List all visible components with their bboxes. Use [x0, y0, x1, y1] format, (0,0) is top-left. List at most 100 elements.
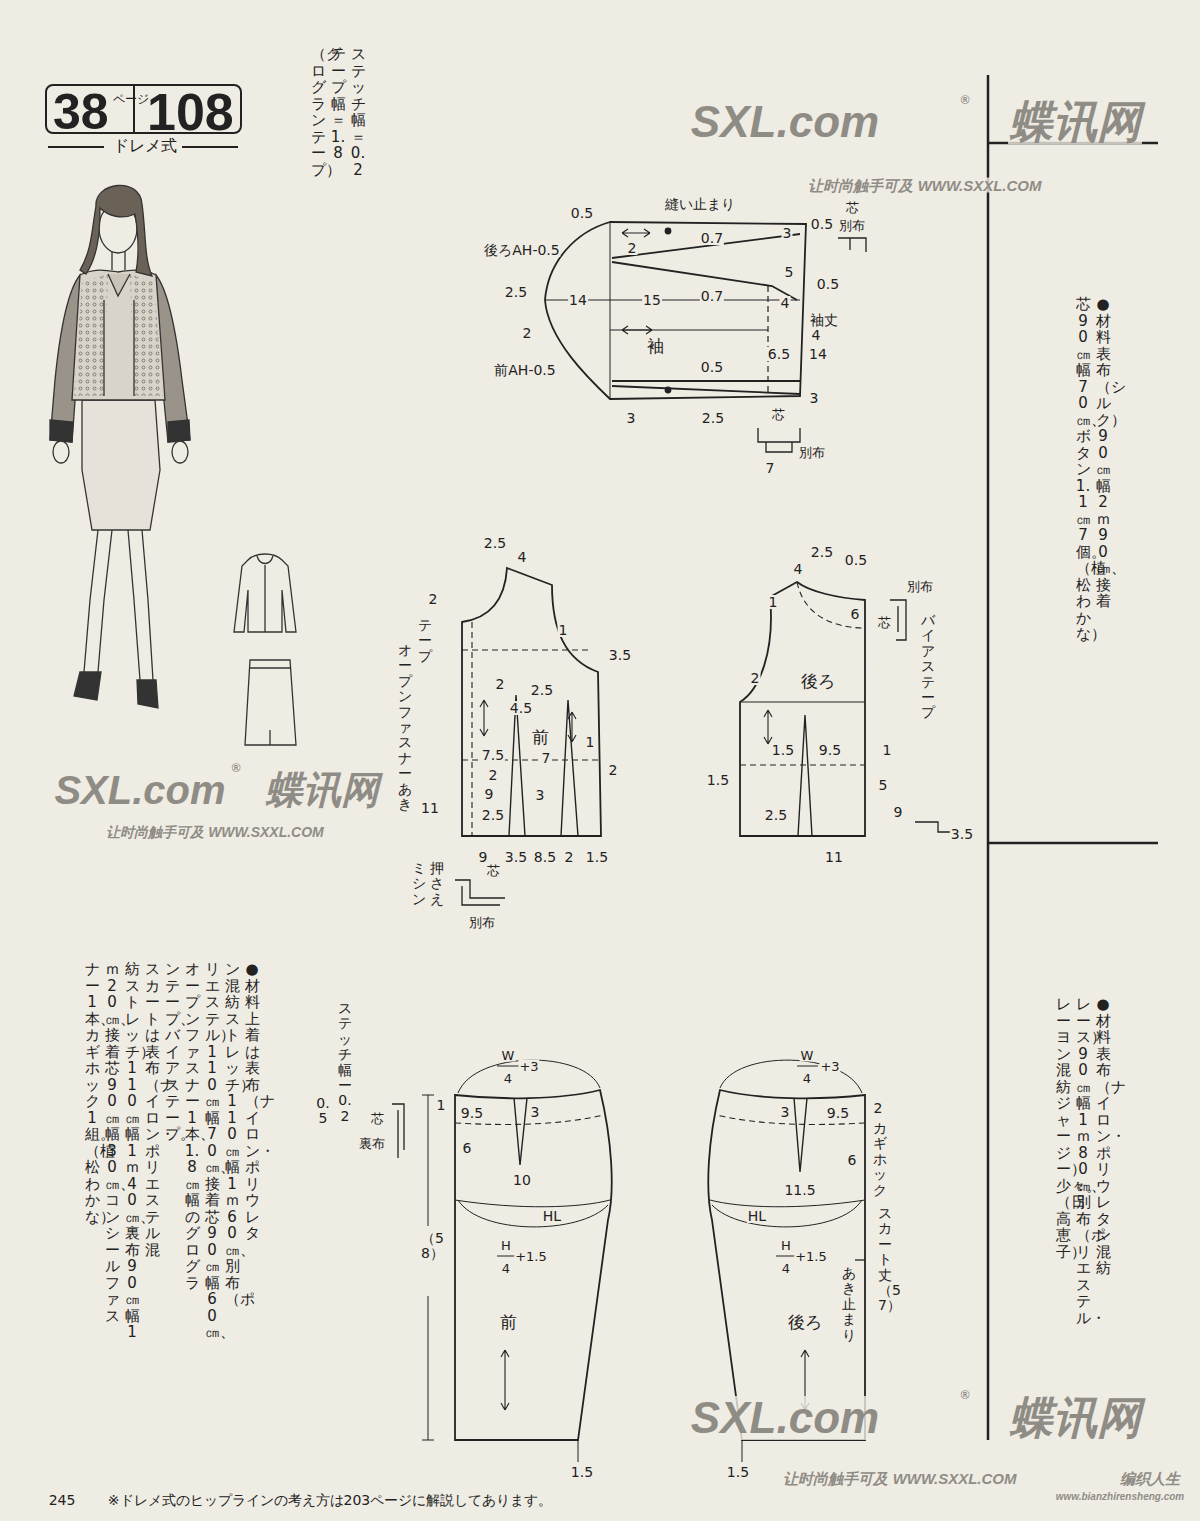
- hand: [53, 441, 69, 463]
- dimension-label: 1: [436, 1098, 447, 1112]
- vertical-note: リエステル）110㎝幅70㎝、接着芯90㎝幅60㎝、: [205, 960, 220, 1342]
- dimension-label: 7.5: [481, 748, 505, 762]
- measure-arc: [720, 1060, 862, 1093]
- dimension-line: [578, 1440, 579, 1462]
- dimension-label: 7: [541, 751, 552, 765]
- dimension-label: 3: [782, 226, 793, 240]
- dimension-label: 2.5: [810, 545, 834, 559]
- dimension-label: 245: [48, 1493, 77, 1507]
- dart-line: [612, 381, 800, 394]
- grain-arrow: [622, 229, 650, 237]
- dart-line: [509, 695, 578, 836]
- dimension-label: 1.5: [570, 1465, 594, 1479]
- dimension-label: 14: [808, 347, 828, 361]
- guide-line: [462, 622, 598, 836]
- dimension-label: 0.5: [816, 277, 840, 291]
- vertical-note: ナー1本、カギホック1組。（植松わかな）: [85, 960, 100, 1226]
- dimension-label: 9.5: [818, 743, 842, 757]
- vertical-note: テープ幅＝1.8: [331, 45, 346, 163]
- vertical-note: ●材料 表布（ナイロン・ポリウレタン混紡: [1096, 995, 1111, 1278]
- vertical-note: ｍ20㎝、接着芯90㎝幅30㎝、コンシールファス: [105, 960, 120, 1325]
- jacket-flat: [257, 556, 273, 632]
- vertical-note: ン混紡ストレッチ）110㎝幅1ｍ60㎝、別布（ポ: [225, 960, 240, 1309]
- watermark: ®: [960, 94, 971, 106]
- shoes: [74, 672, 158, 708]
- dimension-label: H: [500, 1239, 512, 1252]
- watermark: SXL.com: [53, 770, 226, 810]
- hip-line: [710, 1200, 865, 1227]
- blouse: [108, 274, 130, 296]
- watermark: ®: [960, 1389, 971, 1401]
- dimension-label: 別布: [906, 580, 934, 593]
- dimension-label: +1.5: [514, 1250, 548, 1263]
- dimension-label: 別布: [838, 219, 866, 232]
- dimension-label: 4: [503, 1072, 513, 1085]
- button-mark: [666, 388, 671, 393]
- vertical-note: レース）90㎝幅1ｍ80㎝、別布（ポリエステル・: [1076, 995, 1091, 1327]
- vertical-note: テープ: [418, 617, 432, 665]
- dimension-label: 6: [847, 1153, 858, 1167]
- dimension-label: 2: [627, 241, 638, 255]
- dart-line: [798, 715, 812, 836]
- fraction-bar: [776, 1066, 818, 1256]
- dimension-label: 3: [530, 1105, 541, 1119]
- hip-line: [455, 1200, 610, 1227]
- dimension-label: +3: [518, 1060, 539, 1073]
- fashion-illustration: [50, 185, 296, 745]
- vertical-note: 芯90㎝幅70㎝、ボタン1.1㎝7個。（植松わかな）: [1076, 295, 1091, 644]
- hem-detail: [915, 822, 950, 832]
- dimension-label: 2: [488, 768, 499, 782]
- opening-mark: [855, 1259, 865, 1260]
- vertical-note: レーヨン混紡ジャージー）少々。（日高恵子）: [1056, 995, 1071, 1261]
- dimension-label: W: [800, 1049, 815, 1062]
- dimension-label: 袖丈: [809, 313, 839, 327]
- watermark: 蝶讯网: [1008, 1396, 1142, 1440]
- dimension-label: 4: [780, 296, 791, 310]
- divider-line: [988, 143, 1158, 843]
- dimension-label: 袖: [646, 338, 665, 355]
- dimension-label: HL: [747, 1209, 767, 1223]
- dimension-label: 2: [750, 671, 761, 685]
- dimension-label: 9: [484, 787, 495, 801]
- dimension-label: 4: [793, 562, 804, 576]
- dimension-label: 4.5: [509, 701, 533, 715]
- dimension-label: 4: [517, 550, 528, 564]
- dimension-label: 4: [781, 1262, 791, 1275]
- dimension-label: 1.5: [771, 743, 795, 757]
- dimension-label: 1: [768, 595, 779, 609]
- divider-line: [987, 75, 990, 1440]
- dimension-label: 前: [531, 729, 550, 746]
- dimension-label: 2.5: [483, 536, 507, 550]
- dimension-label: 0.7: [700, 231, 724, 245]
- watermark: 让时尚触手可及 WWW.SXXL.COM: [807, 178, 1042, 193]
- dimension-label: 6.5: [767, 347, 791, 361]
- dimension-label: 2: [564, 850, 575, 864]
- dimension-label: 14: [568, 293, 588, 307]
- jacket-edge: [104, 300, 134, 396]
- dimension-label: ※ドレメ式のヒップラインの考え方は203ページに解説してあります。: [107, 1493, 553, 1507]
- dimension-label: 別布: [468, 916, 496, 929]
- watermark: www.bianzhirensheng.com: [1055, 1492, 1186, 1502]
- dimension-label: 10: [512, 1173, 532, 1187]
- dimension-label: 0.5: [700, 360, 724, 374]
- dimension-label: 4: [501, 1262, 511, 1275]
- grain-arrow: [501, 1350, 509, 1410]
- dimension-label: 9.5: [460, 1106, 484, 1120]
- guide-line: [740, 582, 865, 765]
- page-number: 38: [53, 87, 109, 137]
- dimension-label: 1.5: [585, 850, 609, 864]
- dimension-label: 5: [784, 265, 795, 279]
- dimension-label: 0.5: [844, 553, 868, 567]
- dimension-label: 3.5: [950, 827, 974, 841]
- dimension-label: 5: [878, 778, 889, 792]
- back-bodice: [740, 582, 950, 836]
- dimension-label: 11.5: [783, 1183, 816, 1197]
- lace: [74, 274, 163, 396]
- skirt-outline: [708, 1090, 865, 1440]
- vertical-note: ●材料 上着は表布（ナイロン・ポリウレタ: [245, 960, 260, 1243]
- dimension-label: 3.5: [504, 850, 528, 864]
- dimension-label: 0.5: [810, 217, 834, 231]
- dimension-label: 1: [558, 623, 569, 637]
- fraction-bar: [497, 1066, 519, 1256]
